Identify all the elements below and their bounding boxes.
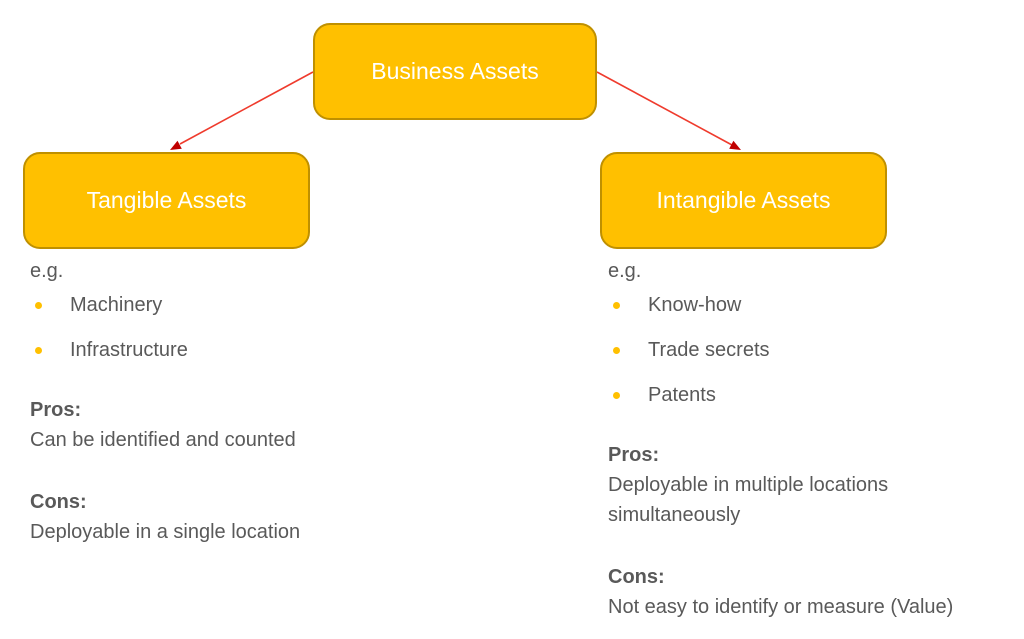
intangible-pros-text: Deployable in multiple locations simulta… <box>608 474 889 526</box>
example-text: Infrastructure <box>70 339 188 361</box>
node-business-assets-label: Business Assets <box>371 58 539 84</box>
tangible-examples-heading: e.g. <box>30 260 64 282</box>
node-business-assets: Business Assets <box>313 23 597 120</box>
intangible-details: e.g. Know-how Trade secrets Patents Pros… <box>608 256 1024 622</box>
list-item: Machinery <box>30 290 430 320</box>
bullet-icon <box>35 302 42 309</box>
tangible-pros-heading: Pros: <box>30 399 82 421</box>
bullet-icon <box>613 392 620 399</box>
tangible-cons-heading: Cons: <box>30 491 87 513</box>
bullet-icon <box>613 302 620 309</box>
intangible-examples-list: Know-how Trade secrets Patents <box>608 290 1024 410</box>
node-intangible-assets: Intangible Assets <box>600 152 887 249</box>
node-intangible-assets-label: Intangible Assets <box>656 187 831 213</box>
tangible-cons-text: Deployable in a single location <box>30 521 301 543</box>
node-tangible-assets: Tangible Assets <box>23 152 310 249</box>
intangible-examples-heading: e.g. <box>608 260 642 282</box>
example-text: Machinery <box>70 294 163 316</box>
tangible-details: e.g. Machinery Infrastructure Pros: Can … <box>30 256 430 547</box>
connector-arrow-left <box>170 71 314 150</box>
intangible-cons-text: Not easy to identify or measure (Value) <box>608 596 954 618</box>
bullet-icon <box>613 347 620 354</box>
tangible-examples-list: Machinery Infrastructure <box>30 290 430 365</box>
bullet-icon <box>35 347 42 354</box>
list-item: Patents <box>608 380 1024 410</box>
example-text: Know-how <box>648 294 742 316</box>
node-tangible-assets-label: Tangible Assets <box>86 187 247 213</box>
list-item: Trade secrets <box>608 335 1024 365</box>
tangible-pros-text: Can be identified and counted <box>30 429 296 451</box>
example-text: Trade secrets <box>648 339 770 361</box>
list-item: Infrastructure <box>30 335 430 365</box>
list-item: Know-how <box>608 290 1024 320</box>
intangible-cons-heading: Cons: <box>608 566 665 588</box>
connector-arrow-right <box>596 71 741 150</box>
intangible-pros-heading: Pros: <box>608 444 660 466</box>
example-text: Patents <box>648 384 716 406</box>
